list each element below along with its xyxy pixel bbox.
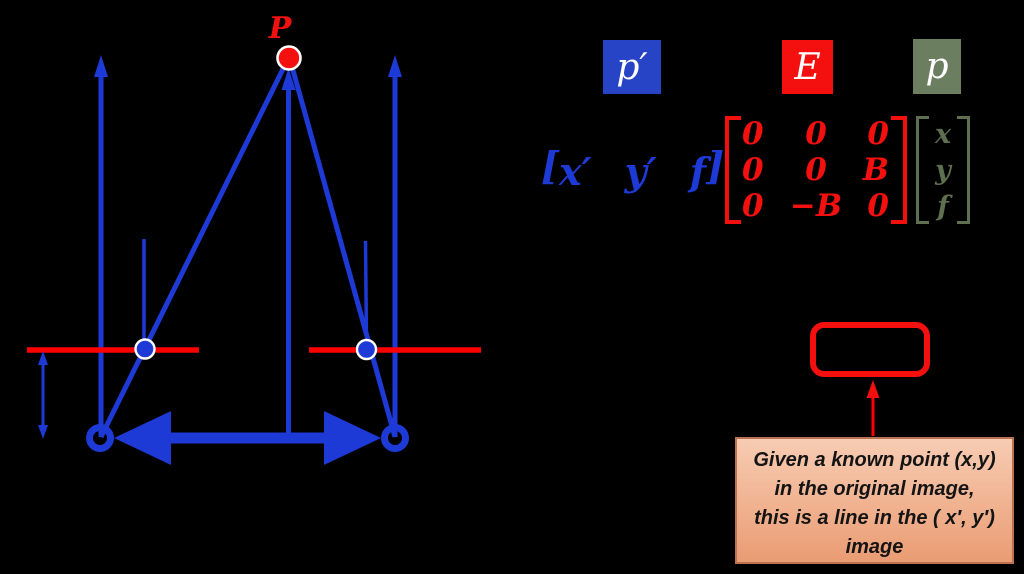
essential-matrix-label: E: [794, 46, 821, 88]
stereo-geometry-diagram: P: [27, 11, 481, 465]
essential-matrix: 0 0 0 0 0 B 0 −B 0: [725, 116, 907, 224]
scene-point-label: P: [268, 11, 293, 46]
row-vector-x: x′: [558, 148, 592, 194]
callout-arrowhead-icon: [866, 380, 880, 398]
focal-length-arrowhead-bottom-icon: [38, 425, 48, 439]
row-vector-f: f: [689, 148, 707, 194]
col-vector-f: f: [937, 190, 949, 222]
row-vector-y: y′: [624, 148, 657, 194]
camera-center-right: [381, 424, 409, 452]
callout-line: image: [845, 536, 904, 558]
p-prime-label-box: p′: [603, 40, 661, 94]
image-point-left: [134, 338, 156, 360]
matrix-bracket-right: [891, 116, 907, 224]
col-vector-bracket-left: [916, 116, 929, 224]
matrix-bracket-left: [725, 116, 741, 224]
row-vector-open-bracket: [: [541, 143, 559, 188]
scene-point: [276, 45, 302, 71]
matrix-cell: −B: [789, 188, 843, 224]
row-vector-p-prime: [ x′ y′ f ]: [541, 143, 724, 199]
matrix-cell: 0: [742, 152, 764, 188]
p-label: p: [925, 46, 949, 87]
camera-center-left: [86, 424, 114, 452]
p-label-box: p: [913, 39, 961, 94]
matrix-cell: 0: [867, 116, 889, 152]
col-vector-cells: x y f: [929, 116, 957, 224]
matrix-cell: B: [862, 152, 889, 188]
center-ray-arrowhead-icon: [281, 68, 296, 90]
column-vector-p: x y f: [916, 116, 970, 224]
right-image-axis-segment: [363, 240, 369, 345]
right-axis-arrowhead-icon: [388, 55, 402, 77]
essential-matrix-label-box: E: [782, 40, 833, 94]
baseline-arrowhead-left-icon: [114, 411, 171, 465]
baseline-arrowhead-right-icon: [324, 411, 381, 465]
matrix-cell: 0: [805, 152, 827, 188]
matrix-cell: 0: [742, 188, 764, 224]
callout-line: this is a line in the ( x′, y′): [754, 507, 995, 529]
ray-left: [98, 61, 289, 439]
matrix-cell: 0: [742, 116, 764, 152]
col-vector-y: y: [935, 154, 951, 186]
matrix-cells: 0 0 0 0 0 B 0 −B 0: [741, 116, 891, 224]
image-point-right: [355, 338, 378, 361]
focal-length-arrowhead-top-icon: [38, 351, 48, 365]
highlight-rect: [810, 322, 930, 377]
callout-arrow: [866, 380, 880, 436]
col-vector-bracket-right: [957, 116, 970, 224]
col-vector-x: x: [934, 118, 952, 150]
callout-box: Given a known point (x,y) in the origina…: [735, 437, 1014, 564]
callout-line: Given a known point (x,y): [753, 449, 996, 471]
matrix-cell: 0: [805, 116, 827, 152]
ray-right: [288, 62, 398, 438]
callout-line: in the original image,: [774, 478, 975, 500]
matrix-cell: 0: [867, 188, 889, 224]
row-vector-close-bracket: ]: [706, 143, 725, 188]
left-axis-arrowhead-icon: [94, 55, 108, 77]
p-prime-label: p′: [616, 46, 648, 88]
